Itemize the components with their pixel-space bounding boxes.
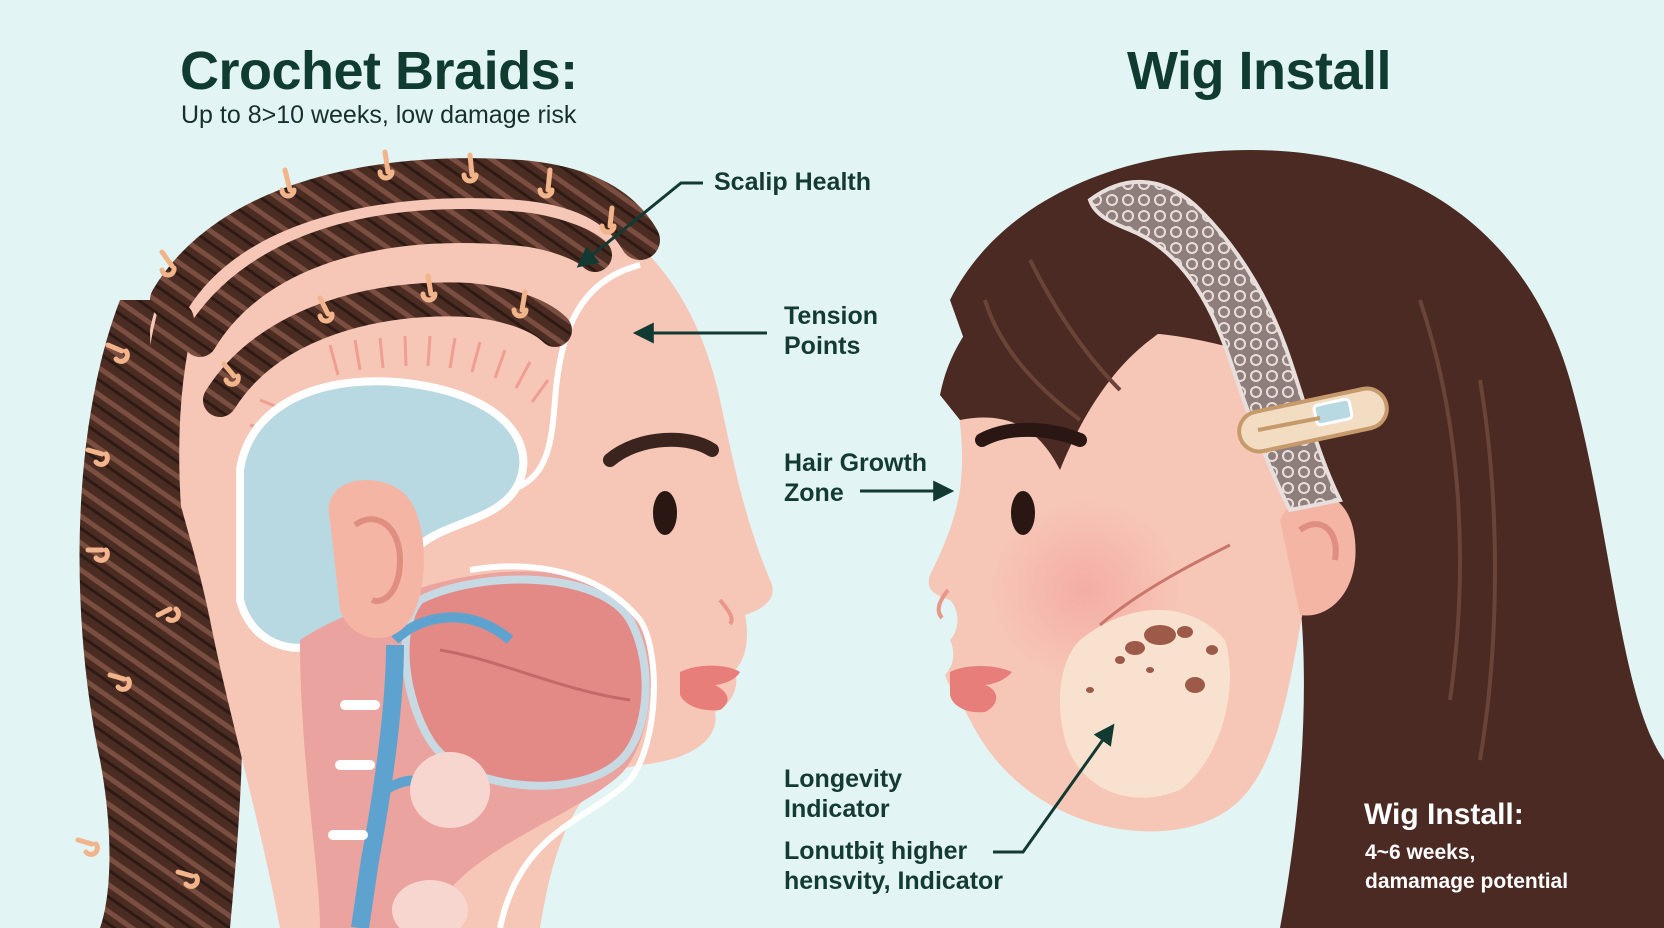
label-hair-growth-zone: Hair Growth Zone <box>784 448 927 508</box>
label-tension-line1: Tension <box>784 302 878 330</box>
right-caption-line1: 4~6 weeks, <box>1365 841 1476 864</box>
label-growth-line2: Zone <box>784 479 844 507</box>
right-caption-line2: damamage potential <box>1365 870 1569 893</box>
label-longevity-indicator: Longevity Indicator <box>784 764 902 824</box>
annotation-arrows <box>576 181 1115 854</box>
label-scalp-health: Scalip Health <box>714 168 871 196</box>
left-head <box>75 149 773 928</box>
label-tension-points: Tension Points <box>784 301 878 361</box>
label-garbled-indicator: Lonutbiţ higher hensvity, Indicator <box>784 836 1003 896</box>
right-head <box>928 150 1664 928</box>
right-title: Wig Install <box>1127 41 1392 101</box>
right-caption-title: Wig Install: <box>1364 798 1524 831</box>
label-garbled-line2: hensvity, Indicator <box>784 867 1004 895</box>
left-title: Crochet Braids: <box>180 41 578 101</box>
label-longevity-line2: Indicator <box>784 795 890 823</box>
label-longevity-line1: Longevity <box>784 765 903 793</box>
label-tension-line2: Points <box>784 332 861 360</box>
label-garbled-line1: Lonutbiţ higher <box>784 837 968 865</box>
left-subtitle: Up to 8>10 weeks, low damage risk <box>181 101 577 129</box>
right-caption: 4~6 weeks, damamage potential <box>1365 838 1568 896</box>
label-growth-line1: Hair Growth <box>784 449 928 477</box>
